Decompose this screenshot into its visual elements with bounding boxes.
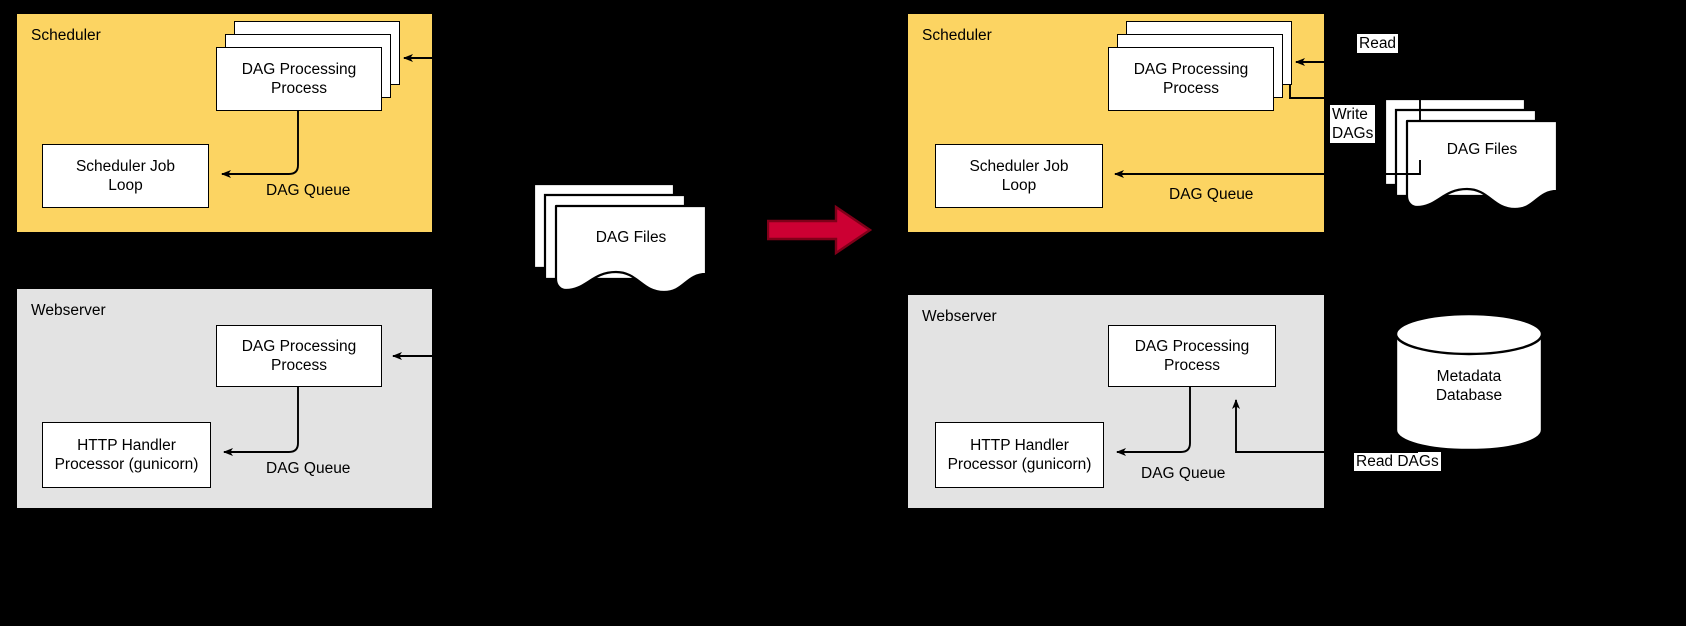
left-scheduler-dag-proc-line2: Process	[270, 80, 327, 97]
right-dag-files-stack[interactable]: DAG Files	[1383, 95, 1565, 215]
metadata-database-cylinder[interactable]: Metadata Database	[1394, 312, 1544, 452]
right-scheduler-job-loop-line1: Scheduler Job	[969, 158, 1069, 175]
right-webserver-dag-queue-label: DAG Queue	[1141, 465, 1226, 482]
right-scheduler-dag-queue-label: DAG Queue	[1169, 186, 1254, 203]
right-scheduler-dag-proc-line1: DAG Processing	[1133, 61, 1249, 78]
left-webserver-dag-proc-line2: Process	[270, 357, 327, 374]
right-webserver-title: Webserver	[922, 308, 997, 325]
left-scheduler-job-loop-line1: Scheduler Job	[75, 158, 176, 175]
metadata-db-line1: Metadata	[1436, 368, 1502, 385]
left-scheduler-job-loop[interactable]: Scheduler Job Loop	[42, 144, 209, 208]
left-webserver-http-handler[interactable]: HTTP Handler Processor (gunicorn)	[42, 422, 211, 488]
read-dags-label: Read DAGs	[1354, 452, 1441, 471]
center-dag-files-stack[interactable]: DAG Files	[532, 180, 714, 296]
right-dag-files-label: DAG Files	[1446, 141, 1518, 158]
transition-right-arrow-icon	[766, 204, 873, 256]
left-webserver-dag-queue-label: DAG Queue	[266, 460, 351, 477]
left-webserver-http-handler-line2: Processor (gunicorn)	[54, 456, 199, 473]
right-webserver-dag-proc-line2: Process	[1163, 357, 1220, 374]
right-scheduler-title: Scheduler	[922, 27, 992, 44]
write-dags-line1: Write	[1332, 106, 1368, 123]
right-scheduler-dag-processing-process[interactable]: DAG Processing Process	[1108, 47, 1274, 111]
read-label: Read	[1357, 34, 1399, 53]
right-webserver-http-handler-line2: Processor (gunicorn)	[947, 456, 1092, 473]
left-webserver-dag-proc-line1: DAG Processing	[241, 338, 357, 355]
right-scheduler-job-loop-line2: Loop	[1001, 177, 1037, 194]
left-scheduler-dag-processing-process[interactable]: DAG Processing Process	[216, 47, 382, 111]
left-webserver-dag-processing-process[interactable]: DAG Processing Process	[216, 325, 382, 387]
write-dags-line2: DAGs	[1332, 125, 1374, 142]
left-webserver-http-handler-line1: HTTP Handler	[77, 437, 176, 454]
write-dags-label: Write DAGs	[1330, 105, 1376, 143]
right-webserver-dag-processing-process[interactable]: DAG Processing Process	[1108, 325, 1276, 387]
left-scheduler-job-loop-line2: Loop	[108, 177, 143, 194]
right-scheduler-dag-proc-line2: Process	[1162, 80, 1219, 97]
left-scheduler-dag-queue-label: DAG Queue	[266, 182, 351, 199]
right-webserver-dag-proc-line1: DAG Processing	[1134, 338, 1250, 355]
right-scheduler-job-loop[interactable]: Scheduler Job Loop	[935, 144, 1103, 208]
left-scheduler-title: Scheduler	[31, 27, 101, 44]
right-webserver-http-handler-line1: HTTP Handler	[970, 437, 1069, 454]
left-scheduler-dag-proc-line1: DAG Processing	[241, 61, 357, 78]
center-dag-files-label: DAG Files	[595, 229, 667, 246]
right-webserver-http-handler[interactable]: HTTP Handler Processor (gunicorn)	[935, 422, 1104, 488]
left-webserver-title: Webserver	[31, 302, 106, 319]
metadata-database-label: Metadata Database	[1394, 367, 1544, 405]
metadata-db-line2: Database	[1435, 387, 1503, 404]
